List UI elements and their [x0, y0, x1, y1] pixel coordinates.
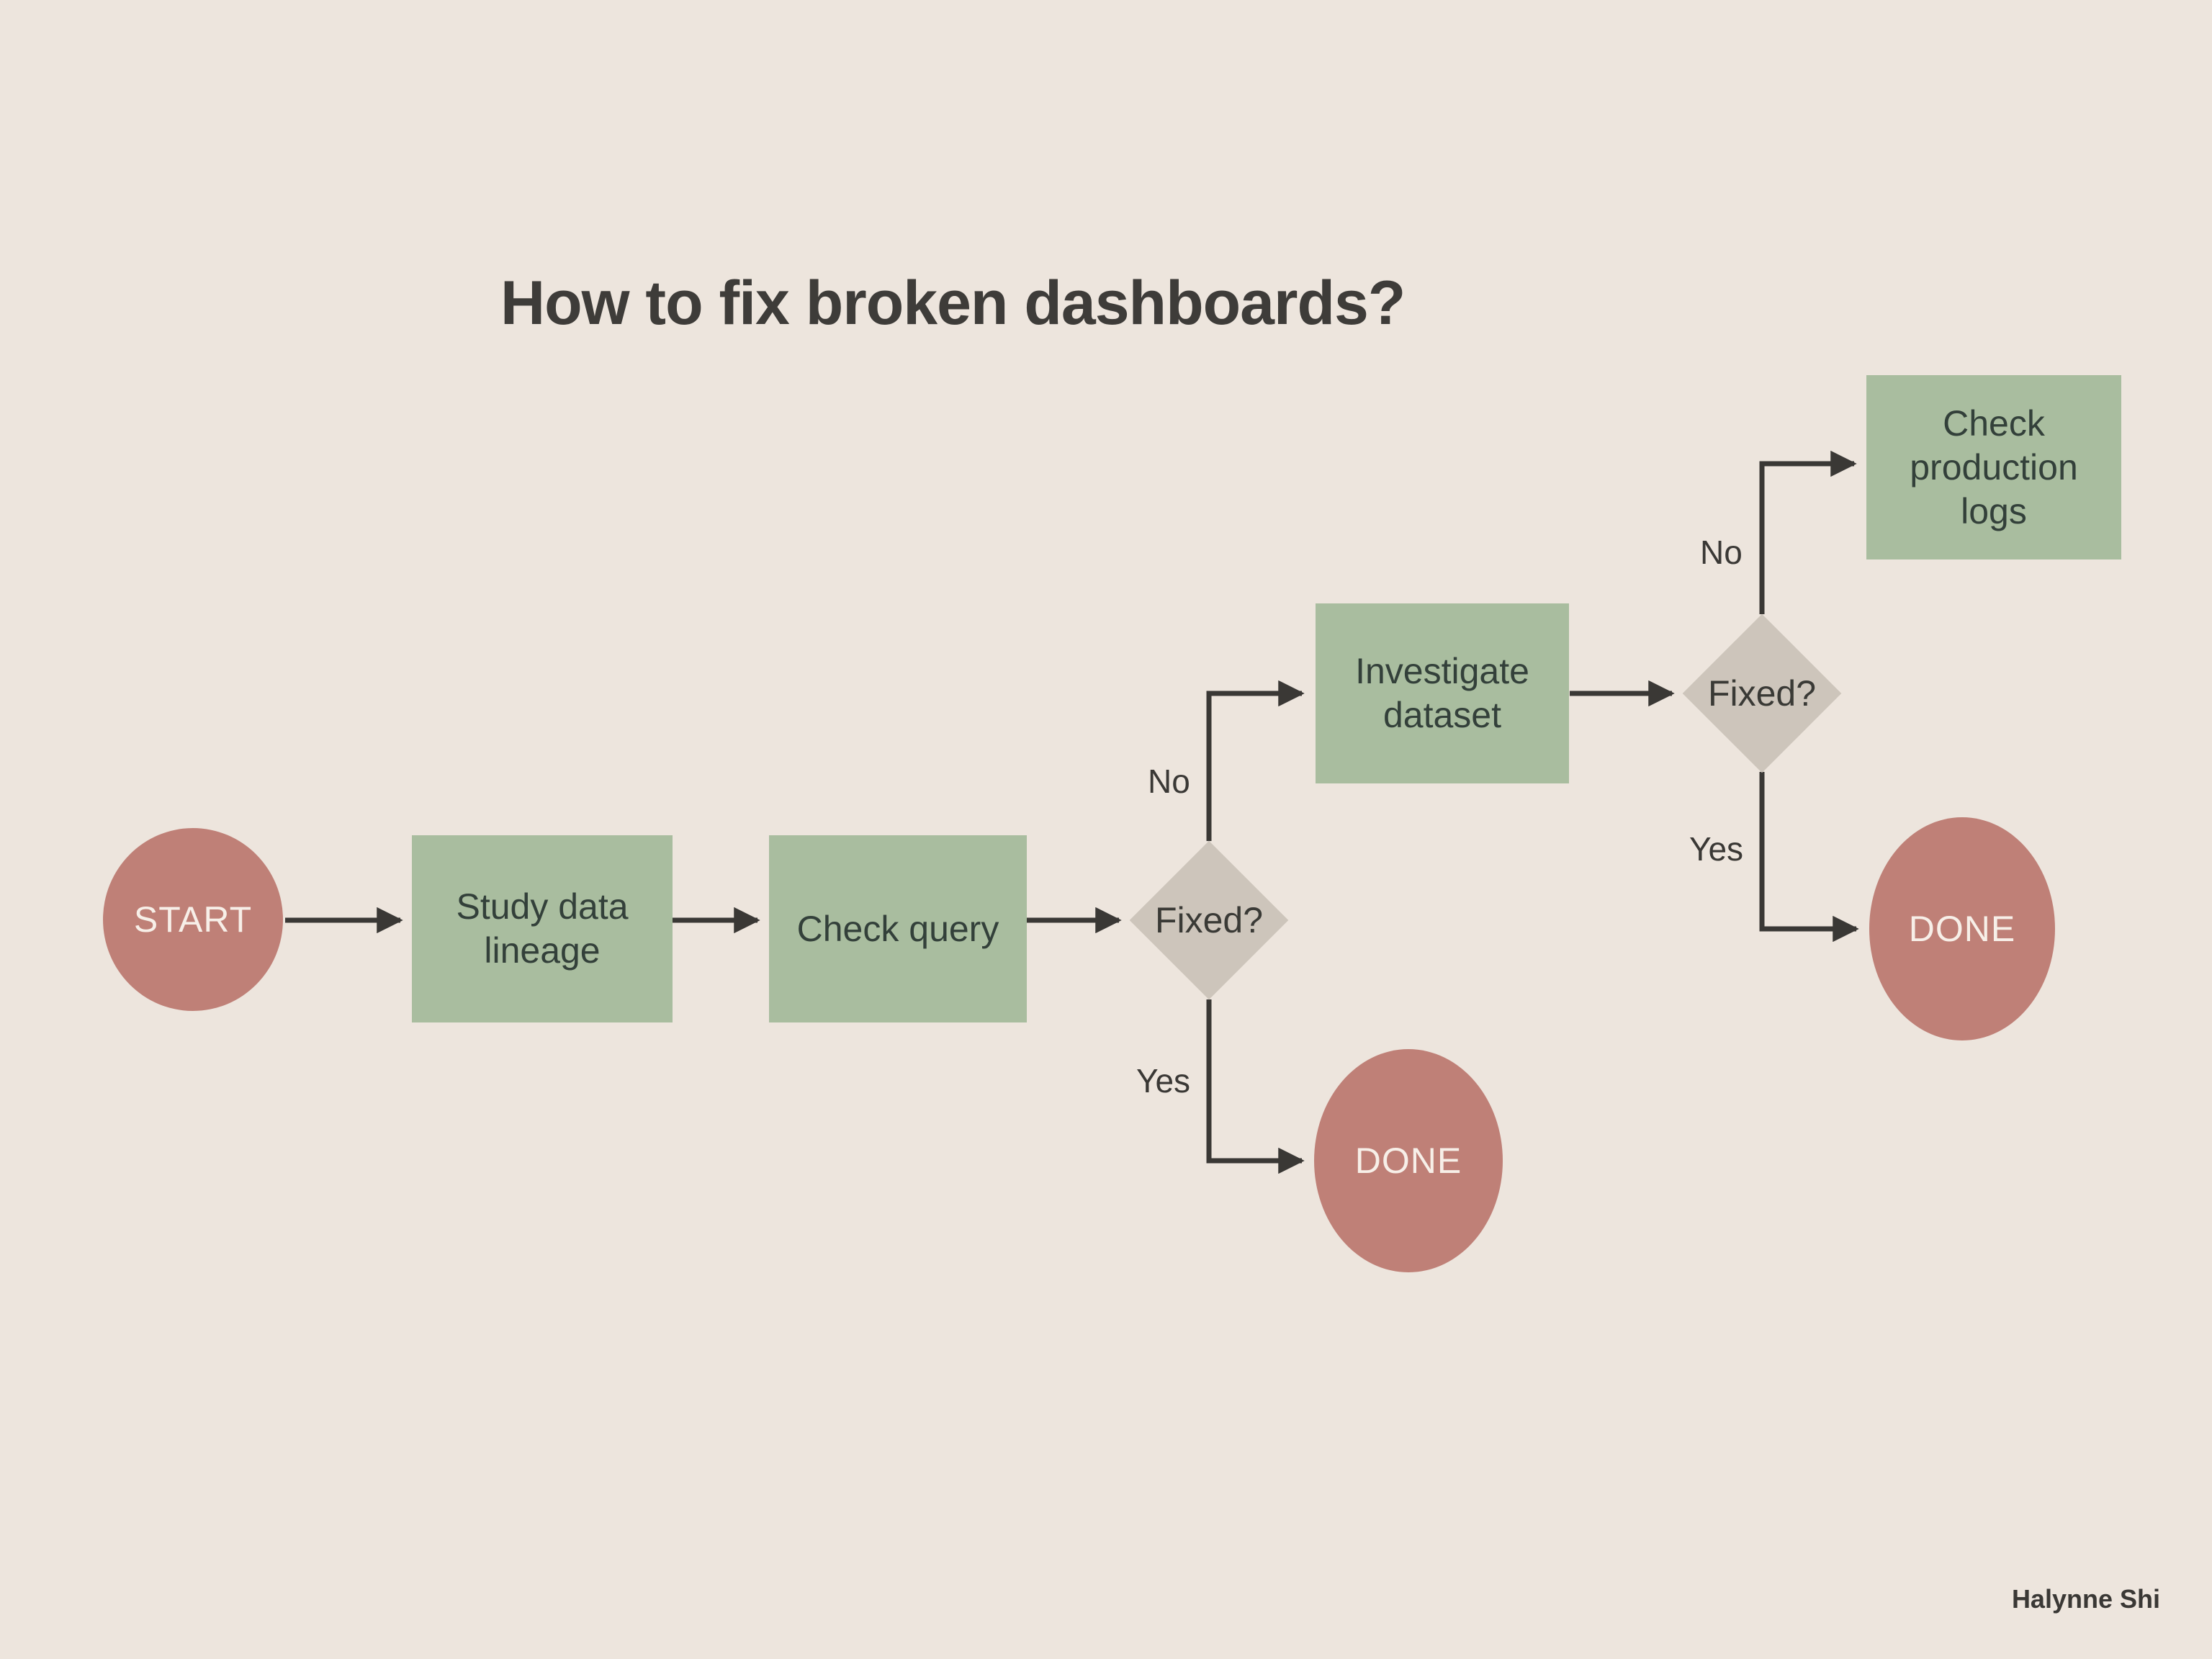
edge-label-fixed1-no: No: [1148, 763, 1190, 800]
node-check-production-logs-label-line2: production: [1910, 446, 2078, 487]
edge-fixed1-yes-to-done1: [1206, 999, 1305, 1174]
node-done-1[interactable]: DONE: [1314, 1049, 1503, 1272]
node-done-2[interactable]: DONE: [1869, 817, 2055, 1040]
node-check-production-logs-label-line1: Check: [1943, 403, 2045, 444]
node-fixed-decision-1[interactable]: Fixed?: [1129, 840, 1289, 1000]
node-check-query-label: Check query: [796, 908, 999, 949]
node-check-production-logs[interactable]: Check production logs: [1866, 375, 2121, 559]
edge-label-fixed2-no: No: [1700, 534, 1743, 571]
node-fixed-decision-1-label: Fixed?: [1154, 900, 1264, 940]
author-credit: Halynne Shi: [2011, 1584, 2160, 1614]
node-investigate-dataset-label-line1: Investigate: [1355, 651, 1529, 691]
node-study-data-lineage-label-line1: Study data: [456, 886, 629, 927]
node-investigate-dataset[interactable]: Investigate dataset: [1316, 603, 1569, 783]
node-study-data-lineage[interactable]: Study data lineage: [412, 835, 673, 1022]
edge-label-fixed2-yes: Yes: [1689, 830, 1744, 868]
node-investigate-dataset-label-line2: dataset: [1382, 695, 1501, 735]
node-done-2-label: DONE: [1908, 909, 2016, 949]
node-start[interactable]: START: [103, 828, 283, 1011]
node-check-production-logs-label-line3: logs: [1961, 490, 2027, 531]
node-done-1-label: DONE: [1354, 1141, 1462, 1181]
node-check-query[interactable]: Check query: [769, 835, 1027, 1022]
node-fixed-decision-2-label: Fixed?: [1707, 673, 1817, 714]
edge-fixed2-yes-to-done2: [1759, 772, 1859, 943]
edge-label-fixed1-yes: Yes: [1136, 1062, 1191, 1100]
edge-fixed2-no-to-prodlogs: [1759, 450, 1857, 614]
node-fixed-decision-2[interactable]: Fixed?: [1682, 613, 1842, 773]
node-study-data-lineage-label-line2: lineage: [484, 930, 601, 971]
node-start-label: START: [133, 899, 253, 940]
edge-fixed1-no-to-investigate: [1206, 680, 1305, 841]
page-title: How to fix broken dashboards?: [500, 269, 1406, 338]
